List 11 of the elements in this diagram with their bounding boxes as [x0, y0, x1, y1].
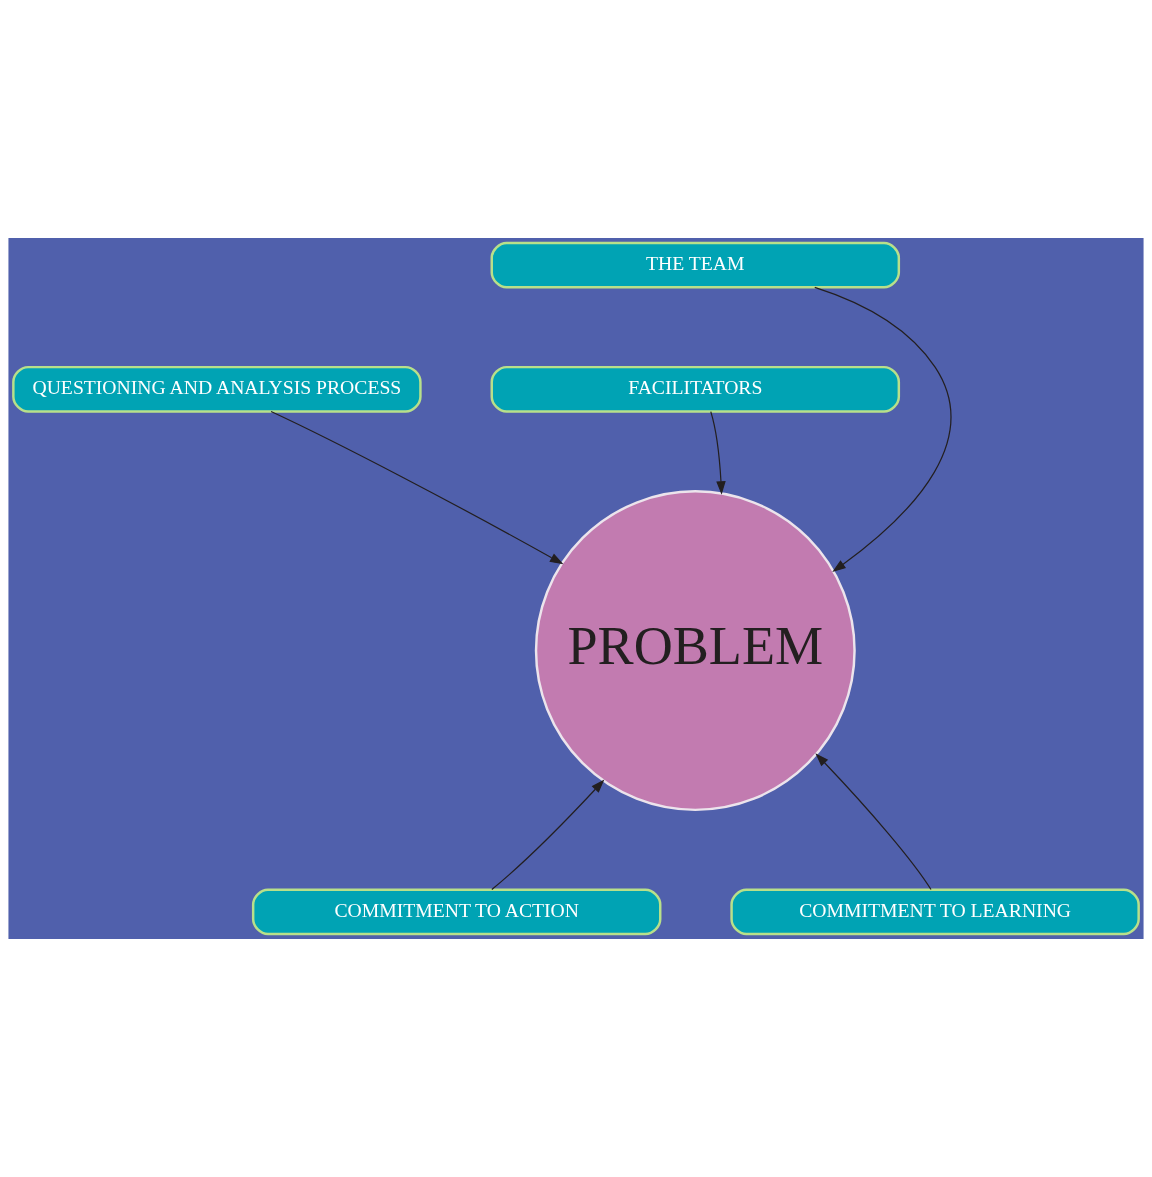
arrow	[710, 411, 726, 495]
arrow	[491, 779, 605, 891]
node-circle: PROBLEM	[534, 490, 856, 812]
arrow	[814, 286, 952, 573]
arrow	[270, 410, 564, 565]
node-box: FACILITATORS	[490, 365, 901, 413]
node-box: THE TEAM	[490, 241, 901, 289]
node-box: COMMITMENT TO ACTION	[251, 888, 662, 936]
node-box: COMMITMENT TO LEARNING	[730, 888, 1140, 936]
arrow	[815, 753, 932, 891]
node-box: QUESTIONING AND ANALYSIS PROCESS	[12, 365, 422, 413]
